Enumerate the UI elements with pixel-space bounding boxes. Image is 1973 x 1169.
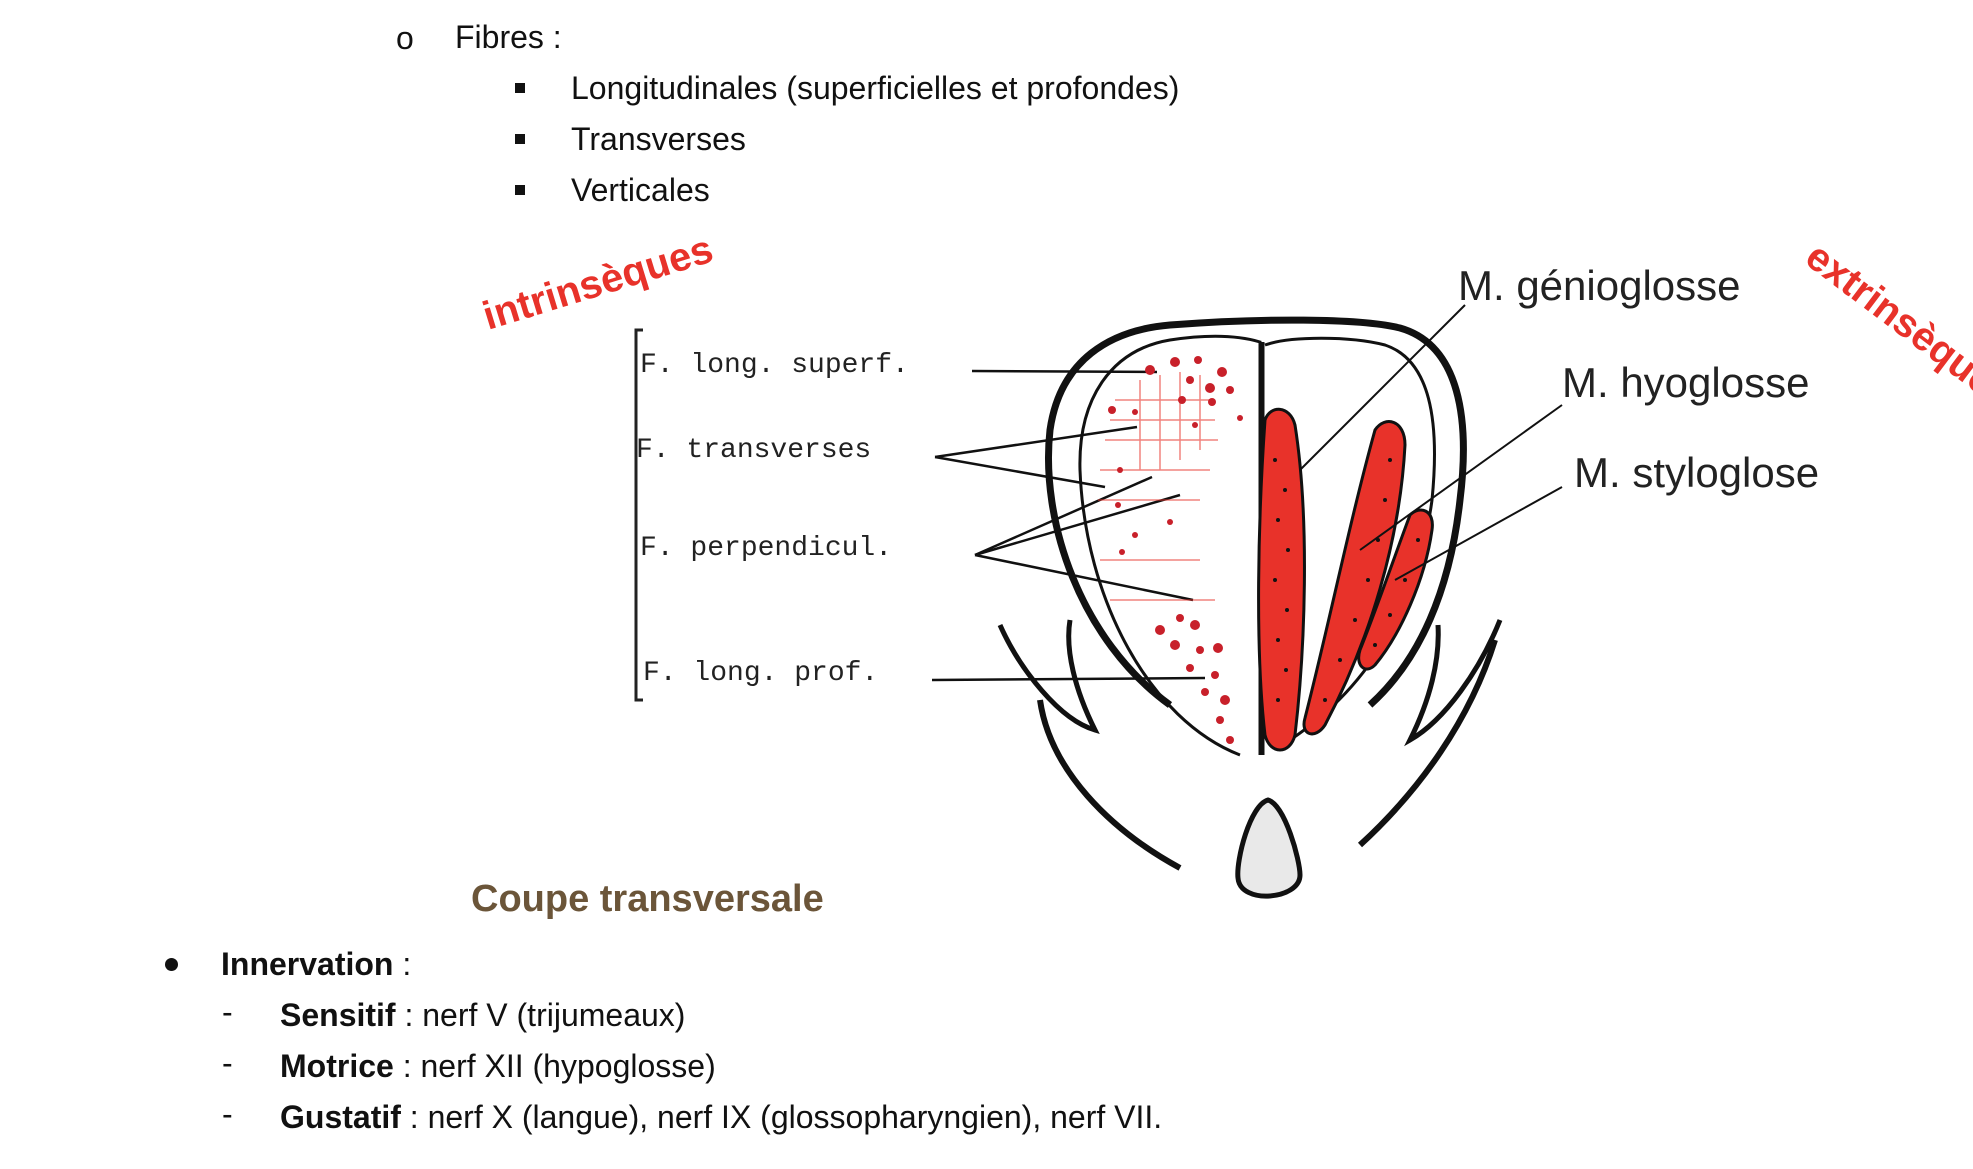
genioglosse-muscle bbox=[1257, 407, 1306, 752]
list-bullet-o: o bbox=[396, 20, 414, 56]
fibres-item-transverses: Transverses bbox=[571, 121, 746, 157]
dash-bullet: - bbox=[222, 994, 233, 1030]
left-leader-lines bbox=[931, 369, 1206, 682]
label-bracket bbox=[634, 328, 643, 702]
label-m-hyoglosse: M. hyoglosse bbox=[1562, 359, 1809, 406]
innervation-title-suffix: : bbox=[393, 946, 412, 982]
intrinsic-fibres-pattern bbox=[1098, 372, 1218, 601]
innervation-text-gustatif: : nerf X (langue), nerf IX (glossopharyn… bbox=[400, 1099, 1163, 1135]
mylohyoid-right bbox=[1404, 619, 1503, 747]
square-bullet bbox=[515, 83, 525, 93]
round-bullet bbox=[165, 958, 178, 971]
innervation-term-motrice: Motrice bbox=[280, 1048, 394, 1084]
tongue-left-half bbox=[1078, 334, 1262, 757]
muscle-dots bbox=[1273, 458, 1420, 702]
innervation-text-motrice: : nerf XII (hypoglosse) bbox=[393, 1048, 716, 1084]
styloglose-muscle bbox=[1357, 508, 1434, 671]
dash-bullet: - bbox=[222, 1096, 233, 1132]
fibres-item-longitudinales: Longitudinales (superficielles et profon… bbox=[571, 70, 1180, 106]
jaw-right-contour bbox=[1357, 639, 1498, 848]
innervation-title: Innervation bbox=[221, 946, 394, 982]
fibres-item-verticales: Verticales bbox=[571, 172, 710, 208]
innervation-text-sensitif: : nerf V (trijumeaux) bbox=[395, 997, 686, 1033]
dash-bullet: - bbox=[222, 1045, 233, 1081]
square-bullet bbox=[515, 134, 525, 144]
label-f-long-prof: F. long. prof. bbox=[643, 658, 878, 689]
label-m-genioglosse: M. génioglosse bbox=[1458, 262, 1741, 309]
innervation-term-gustatif: Gustatif bbox=[280, 1099, 401, 1135]
fibres-label: Fibres : bbox=[455, 19, 562, 55]
label-m-styloglose: M. styloglose bbox=[1574, 449, 1819, 496]
innervation-item-motrice: Motrice : nerf XII (hypoglosse) bbox=[280, 1046, 716, 1086]
hyoid-bone bbox=[1235, 797, 1303, 899]
diagram-caption: Coupe transversale bbox=[471, 878, 824, 920]
innervation-item-sensitif: Sensitif : nerf V (trijumeaux) bbox=[280, 995, 685, 1035]
right-leader-lines bbox=[1299, 304, 1563, 581]
intrinsic-fibre-dots bbox=[1108, 356, 1243, 744]
label-f-perpendicul: F. perpendicul. bbox=[640, 533, 892, 564]
jaw-left-contour bbox=[1037, 699, 1182, 871]
hyoglosse-muscle bbox=[1302, 420, 1407, 736]
extrinseques-tag: extrinsèques bbox=[1798, 234, 1973, 418]
label-f-transverses: F. transverses bbox=[636, 435, 871, 466]
innervation-item-gustatif: Gustatif : nerf X (langue), nerf IX (glo… bbox=[280, 1097, 1162, 1137]
square-bullet bbox=[515, 185, 525, 195]
innervation-term-sensitif: Sensitif bbox=[280, 997, 396, 1033]
tongue-outer-contour bbox=[1045, 316, 1467, 708]
mylohyoid-left bbox=[997, 619, 1100, 734]
intrinseques-tag: intrinsèques bbox=[478, 227, 718, 339]
label-f-long-superf: F. long. superf. bbox=[640, 350, 909, 381]
innervation-heading: Innervation : bbox=[221, 944, 411, 984]
